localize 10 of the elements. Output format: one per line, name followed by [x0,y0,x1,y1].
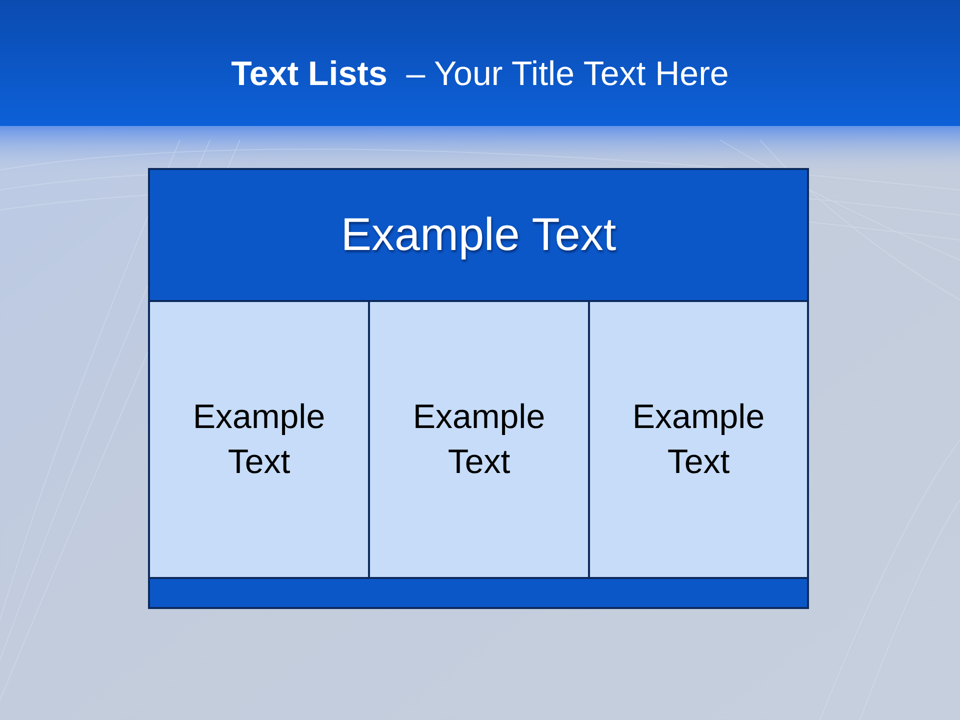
box-label: Example Text [412,397,546,482]
footer-bar [148,577,809,609]
header-box [148,168,809,302]
text-box [148,300,370,579]
text-box [368,300,590,579]
box-label: Example Text [192,397,326,482]
box-label: Example Text [340,207,616,262]
text-box [588,300,809,579]
slide-title: Text Lists – Your Title Text Here [231,55,729,93]
box-label: Example Text [631,397,766,482]
